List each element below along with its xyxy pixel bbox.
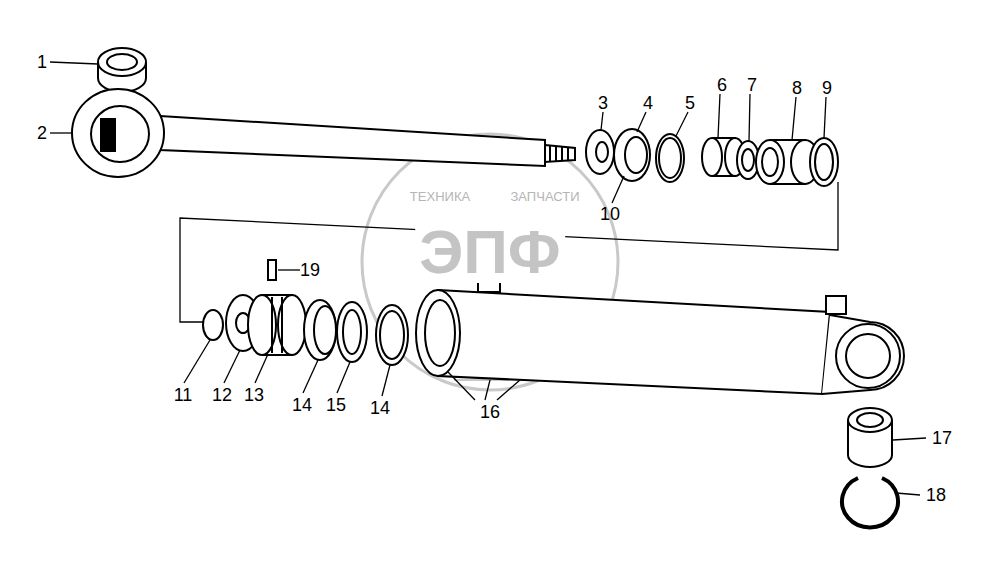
watermark-text: ЗАПЧАСТИ [509,190,580,203]
callout-number: 10 [599,205,621,223]
callout-number: 12 [211,386,233,404]
callout-number: 5 [684,94,696,112]
callout-number: 13 [243,386,265,404]
callout-number: 2 [36,124,48,142]
watermark-text: ТЕХНИКА [409,190,471,203]
callout-number: 6 [716,76,728,94]
callout-number: 4 [642,94,654,112]
callout-number: 18 [925,486,947,504]
callout-number: 14 [291,396,313,414]
watermark-text: ЭПФ [415,221,565,283]
callout-number: 16 [479,403,501,421]
callout-number: 15 [325,396,347,414]
callout-number: 9 [821,79,833,97]
callout-number: 11 [173,386,194,404]
callout-number: 7 [746,76,758,94]
callout-number: 17 [931,429,953,447]
callout-number: 14 [369,399,391,417]
callout-number: 3 [597,94,609,112]
callout-number: 8 [791,79,803,97]
callout-number: 1 [36,53,48,71]
parts [72,48,904,527]
callout-number: 19 [299,261,321,279]
leader-lines [50,62,926,495]
